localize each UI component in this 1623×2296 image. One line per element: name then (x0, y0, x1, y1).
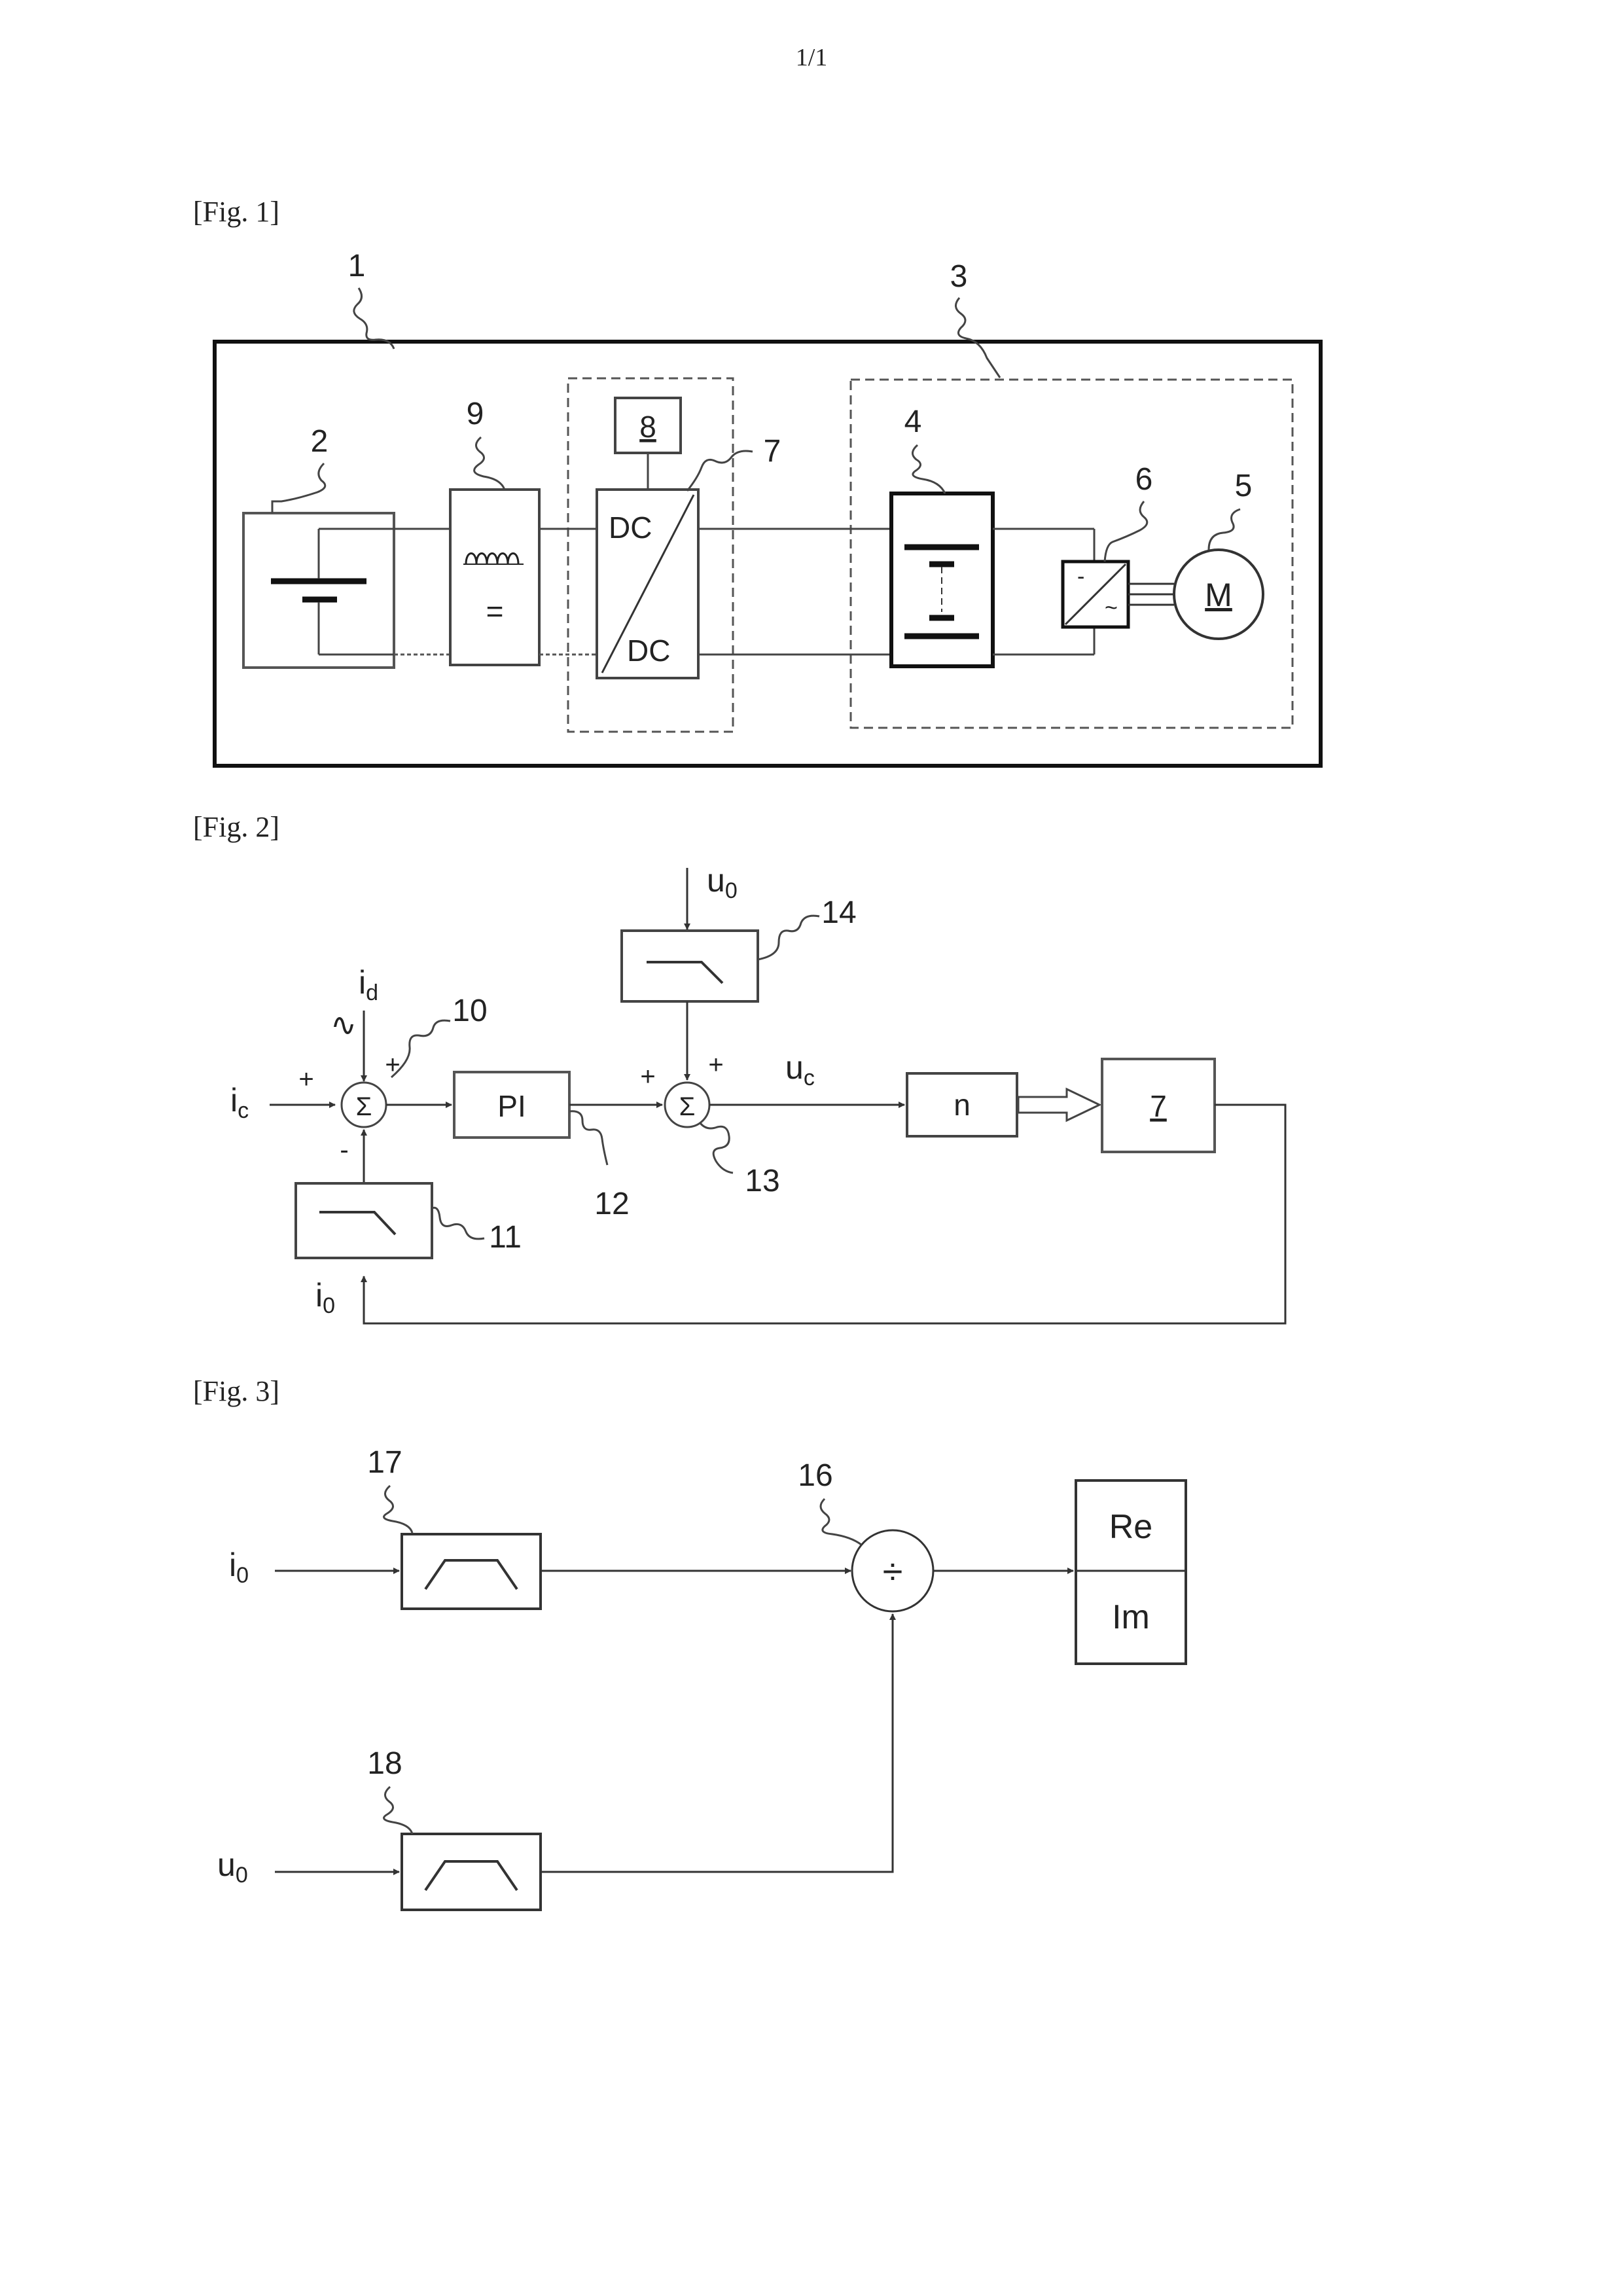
converter-top-label: DC (609, 511, 652, 545)
leader-line-14 (758, 916, 819, 960)
filter-block-9 (450, 490, 539, 665)
leader-line-17 (384, 1486, 412, 1533)
bandpass-filter-18 (402, 1834, 541, 1910)
leader-line-10 (391, 1020, 450, 1077)
ref-label-18: 18 (367, 1746, 402, 1781)
ref-label-11: 11 (489, 1220, 522, 1255)
sum10-symbol: Σ (356, 1092, 372, 1121)
ref-label-14: 14 (821, 895, 856, 930)
figure-3: [Fig. 3] i0 17 ÷ 16 Re Im u0 18 (193, 1375, 1186, 1910)
signal-ic: ic (230, 1082, 249, 1123)
figure-2: [Fig. 2] ic + id ∿ + Σ 10 - PI 12 + Σ 13 (193, 811, 1285, 1323)
bandpass-filter-17 (402, 1534, 541, 1609)
sign-plus-ff: + (708, 1050, 723, 1079)
filter-symbol: = (486, 594, 504, 628)
ref-label-4: 4 (904, 404, 922, 439)
signal-uc: uc (785, 1049, 815, 1090)
ref-label-1: 1 (348, 249, 366, 283)
signal-i0-fig3: i0 (229, 1547, 249, 1588)
ref-label-16: 16 (798, 1458, 832, 1493)
lowpass-icon-11 (319, 1212, 395, 1234)
system-boundary-1 (215, 342, 1321, 766)
fig2-caption: [Fig. 2] (193, 811, 279, 843)
pi-label: PI (497, 1089, 526, 1123)
inductor-coil-icon (466, 554, 518, 565)
ripple-icon: ∿ (330, 1008, 357, 1043)
sign-minus-feedback: - (340, 1136, 348, 1164)
lowpass-filter-11 (296, 1183, 432, 1258)
leader-line-3 (955, 298, 1000, 378)
fig1-caption: [Fig. 1] (193, 196, 279, 228)
ref-label-7: 7 (764, 434, 781, 469)
sum13-symbol: Σ (679, 1092, 696, 1121)
leader-line-5 (1209, 509, 1240, 550)
bandpass-icon-18 (425, 1861, 517, 1890)
leader-line-13 (700, 1123, 733, 1173)
inverter-dc-mark: - (1077, 564, 1084, 589)
leader-line-7 (687, 451, 753, 491)
signal-i0-feedback: i0 (315, 1277, 335, 1318)
ref-label-10: 10 (452, 994, 487, 1028)
sign-plus-ic: + (298, 1065, 313, 1094)
signal-u0-fig3: u0 (217, 1846, 248, 1888)
ref-label-9: 9 (467, 397, 484, 431)
modulator-label: n (954, 1088, 971, 1122)
converter-bottom-label: DC (627, 634, 670, 668)
fig3-caption: [Fig. 3] (193, 1375, 279, 1407)
figure-1: [Fig. 1] 1 3 2 = 9 (193, 196, 1321, 766)
leader-line-6 (1105, 501, 1147, 562)
output-real-label: Re (1109, 1508, 1152, 1546)
ref-label-3: 3 (950, 259, 968, 294)
leader-line-11 (432, 1208, 484, 1239)
leader-line-9 (474, 437, 505, 490)
sign-plus-pi: + (640, 1062, 655, 1091)
signal-u0-top: u0 (707, 862, 738, 903)
ref-label-2: 2 (311, 424, 329, 459)
page-number: 1/1 (796, 44, 828, 71)
output-imag-label: Im (1112, 1598, 1150, 1636)
leader-line-18 (384, 1787, 412, 1834)
bandpass-icon-17 (425, 1560, 517, 1589)
ref-label-6: 6 (1135, 462, 1153, 497)
lowpass-icon-14 (647, 962, 722, 983)
ref-label-13: 13 (745, 1164, 779, 1198)
arrow-filter18-to-divider (541, 1614, 893, 1872)
ref-label-17: 17 (367, 1445, 402, 1480)
motor-label: M (1205, 577, 1232, 613)
signal-id: id (359, 964, 378, 1005)
leader-line-4 (912, 445, 945, 493)
inverter-ac-mark: ~ (1105, 596, 1118, 620)
ref-label-12: 12 (594, 1187, 629, 1221)
multi-signal-arrow (1018, 1089, 1099, 1121)
ref-label-8: 8 (639, 410, 656, 444)
lowpass-filter-14 (622, 931, 758, 1001)
leader-line-2 (272, 463, 325, 513)
leader-line-16 (821, 1499, 861, 1545)
block7-label: 7 (1150, 1089, 1167, 1123)
leader-line-12 (569, 1111, 607, 1165)
divide-icon: ÷ (883, 1551, 903, 1592)
ref-label-5: 5 (1235, 469, 1253, 503)
